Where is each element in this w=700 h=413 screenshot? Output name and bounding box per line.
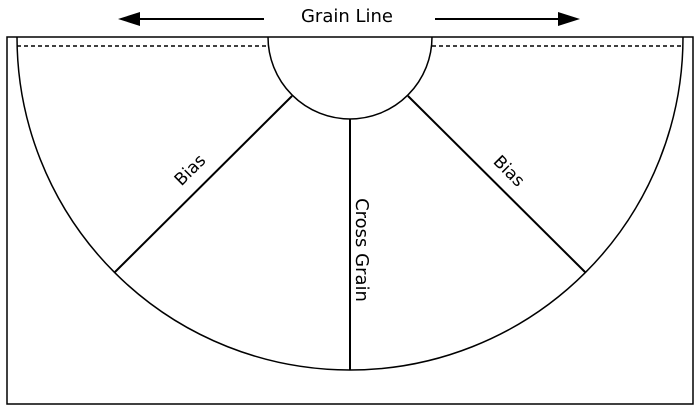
- bias-line-left: [114, 95, 293, 273]
- cross-grain-label: Cross Grain: [351, 198, 372, 302]
- grain-arrow-left-head: [118, 12, 140, 26]
- bias-line-right: [407, 95, 586, 273]
- grain-arrow-right-head: [558, 12, 580, 26]
- fabric-rectangle: [6, 36, 694, 405]
- waist-arc: [267, 36, 433, 120]
- bias-label-right: Bias: [489, 152, 528, 191]
- grain-line-label: Grain Line: [301, 6, 393, 27]
